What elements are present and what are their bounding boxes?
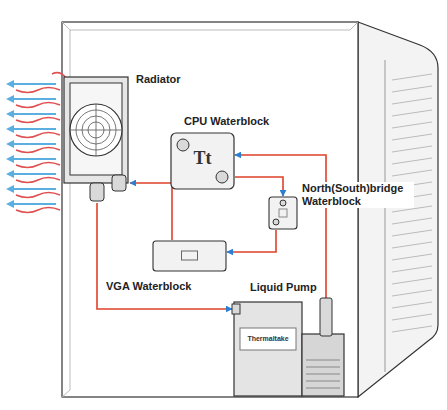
air-arrow-head [6, 170, 14, 178]
airflow-arrows [6, 73, 66, 213]
case-inner-edge [62, 22, 358, 397]
air-arrow [12, 83, 56, 85]
vent-slot [392, 314, 432, 320]
radiator: Radiator [62, 75, 130, 203]
warm-air [16, 103, 60, 108]
warm-air [16, 208, 60, 213]
radiator-body [64, 77, 128, 183]
nb-fitting [280, 200, 286, 206]
part-label: Liquid Pump [248, 281, 319, 294]
coolant-pipe [235, 177, 283, 196]
reservoir-body [234, 302, 302, 396]
part-label: CPU Waterblock [182, 115, 271, 128]
radiator-fitting [90, 183, 104, 201]
air-arrow [12, 98, 56, 100]
air-arrow-head [6, 200, 14, 208]
warm-air [16, 178, 60, 183]
vga-block-body [153, 241, 226, 271]
coolant-pipe [227, 230, 276, 252]
case-side-panel [358, 22, 438, 397]
air-arrow [12, 188, 56, 190]
air-arrow-head [6, 110, 14, 118]
case-front [62, 22, 358, 397]
northbridge-waterblock: North(South)bridge Waterblock [268, 196, 298, 230]
vent-slot [392, 146, 432, 152]
warm-air [16, 88, 60, 93]
air-arrow [12, 143, 56, 145]
air-arrow-head [6, 185, 14, 193]
vent-slot [392, 86, 432, 92]
case-bezel-edge [385, 60, 386, 372]
warm-air [16, 163, 60, 168]
vent-slot [392, 254, 432, 260]
coolant-pipe [235, 155, 326, 298]
vent-slot [392, 302, 432, 308]
vent-slot [392, 74, 432, 80]
pump-inlet [232, 304, 240, 314]
air-arrow [12, 158, 56, 160]
air-arrow-head [6, 155, 14, 163]
vent-slot [392, 170, 432, 176]
liquid-pump: Liquid PumpThermaltake [232, 298, 347, 398]
vent-slot [392, 326, 432, 332]
vent-slot [392, 134, 432, 140]
air-arrow-head [6, 125, 14, 133]
vga-waterblock: VGA Waterblock [152, 240, 227, 272]
vent-slot [392, 110, 432, 116]
motor-fin [306, 374, 340, 375]
motor-fin [306, 360, 340, 361]
part-label: North(South)bridge Waterblock [300, 182, 414, 208]
vent-slot [392, 122, 432, 128]
pump-nameplate [240, 328, 296, 350]
vent-slot [392, 230, 432, 236]
fan-frame [70, 83, 122, 175]
coolant-pipe [97, 203, 232, 309]
vga-waterblock-drawing [152, 240, 227, 272]
air-arrow [12, 173, 56, 175]
air-arrow-head [6, 140, 14, 148]
motor-fin [306, 367, 340, 368]
vent-slot [392, 242, 432, 248]
fan-grill-bar [70, 104, 122, 156]
vent-slot [392, 278, 432, 284]
nb-logo [279, 209, 287, 217]
pump-motor [302, 334, 344, 396]
vga-logo [182, 251, 198, 260]
motor-fin [306, 381, 340, 382]
vent-slot [392, 290, 432, 296]
cpu-block-body [171, 133, 234, 189]
part-label: Radiator [134, 73, 183, 86]
brand-text: Thermaltake [242, 335, 294, 342]
warm-air [16, 133, 60, 138]
air-arrow [12, 203, 56, 205]
nb-block-body [269, 197, 297, 229]
vent-slot [392, 98, 432, 104]
northbridge-waterblock-drawing [268, 196, 298, 230]
liquid-pump-drawing [232, 298, 347, 398]
coolant-pipe [130, 183, 172, 240]
fan-grill [70, 104, 122, 156]
brand-logo: Tt [170, 148, 235, 169]
nb-fitting [273, 219, 279, 225]
vent-slot [392, 266, 432, 272]
warm-air [16, 193, 60, 198]
cpu-waterblock: CPU WaterblockTt [170, 132, 235, 190]
radiator-drawing [62, 75, 130, 203]
motor-fin [306, 388, 340, 389]
part-label: VGA Waterblock [104, 280, 193, 293]
air-arrow [12, 128, 56, 130]
vent-slot [392, 158, 432, 164]
radiator-fitting [112, 175, 126, 191]
air-arrow-head [6, 95, 14, 103]
cpu-fitting [216, 171, 228, 183]
air-arrow [12, 113, 56, 115]
warm-air [16, 148, 60, 153]
air-arrow-head [6, 80, 14, 88]
warm-air [16, 118, 60, 123]
vent-slot [392, 218, 432, 224]
cpu-fitting [177, 139, 189, 151]
pump-outlet [320, 298, 332, 336]
